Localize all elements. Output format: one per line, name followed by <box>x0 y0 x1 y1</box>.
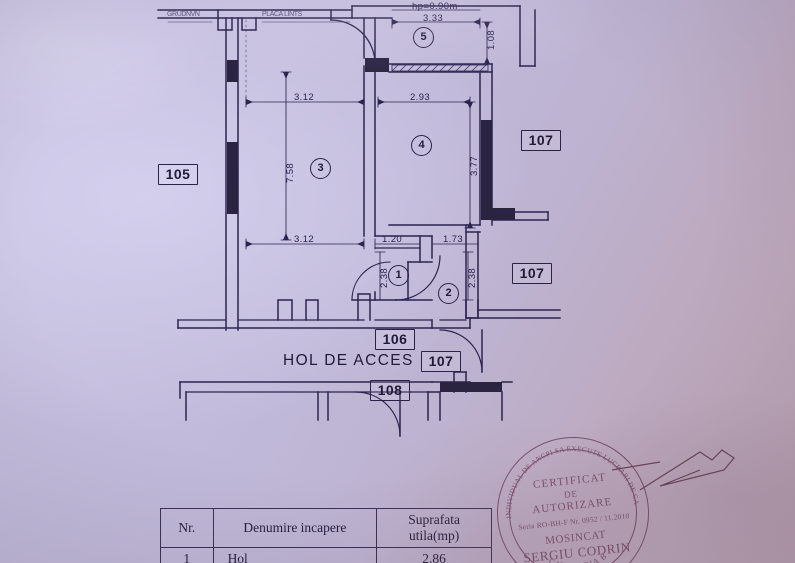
header-name: Denumire incapere <box>212 508 378 548</box>
item-marker-1: 1 <box>388 265 409 286</box>
dimension-hp: hp=0.90m <box>412 1 458 12</box>
item-marker-3: 3 <box>310 158 331 179</box>
dimension-2-38-right: 2.38 <box>467 267 478 288</box>
dimension-3-12-bottom: 3.12 <box>294 234 315 245</box>
cell-nr: 1 <box>160 547 214 563</box>
item-marker-2: 2 <box>438 283 459 304</box>
room-tag-105: 105 <box>158 164 198 185</box>
cell-area: 2.86 <box>376 547 492 563</box>
room-tag-108: 108 <box>370 380 410 401</box>
dimension-1-08: 1.08 <box>486 29 497 50</box>
table-header-row: Nr. Denumire incapere Suprafata utila(mp… <box>160 508 492 548</box>
table-row: 1 Hol 2.86 <box>160 547 492 563</box>
hatch-note-1: GRUDNVN <box>167 11 200 18</box>
area-table-container: Nr. Denumire incapere Suprafata utila(mp… <box>160 508 492 563</box>
dimension-3-77: 3.77 <box>469 155 480 176</box>
item-marker-4: 4 <box>411 135 432 156</box>
dimension-1-73: 1.73 <box>443 234 464 245</box>
item-marker-5: 5 <box>413 27 434 48</box>
dimension-3-12-top: 3.12 <box>294 92 315 103</box>
dimension-3-33: 3.33 <box>423 13 444 24</box>
room-tag-106: 106 <box>375 329 415 350</box>
room-tag-107-upper: 107 <box>521 130 561 151</box>
header-area: Suprafata utila(mp) <box>376 508 492 548</box>
dimension-2-93: 2.93 <box>410 92 431 103</box>
room-tag-107-middle: 107 <box>512 263 552 284</box>
hatch-note-2: PLACA LINTS <box>262 11 302 18</box>
area-table: Nr. Denumire incapere Suprafata utila(mp… <box>160 508 492 563</box>
hall-label: HOL DE ACCES <box>283 352 414 369</box>
dimension-7-58: 7.58 <box>285 162 296 183</box>
room-tag-107-hall: 107 <box>421 351 461 372</box>
handwritten-signature <box>611 449 735 491</box>
cell-name: Hol <box>212 547 378 563</box>
dimension-1-20: 1.20 <box>382 234 403 245</box>
header-nr: Nr. <box>160 508 214 548</box>
